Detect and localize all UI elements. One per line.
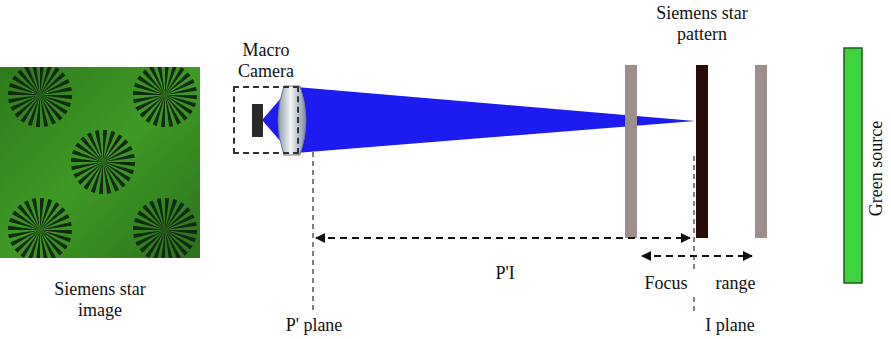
star-wedge	[157, 67, 165, 95]
dimension-arrow	[316, 237, 690, 239]
star-wedge	[103, 154, 135, 162]
plane-line	[312, 152, 314, 312]
star-wedge	[71, 162, 103, 170]
star-wedge	[32, 67, 40, 95]
star-wedge	[40, 222, 72, 230]
lens	[278, 86, 306, 155]
focus-limit	[625, 65, 637, 238]
image-label: Siemens star image	[35, 279, 165, 321]
plane-line	[693, 156, 695, 272]
star-wedge	[165, 67, 169, 95]
star-wedge	[133, 230, 165, 238]
star-wedge	[95, 130, 103, 162]
camera-label: Macro Camera	[221, 40, 311, 82]
star-wedge	[40, 87, 72, 95]
green-source	[844, 48, 862, 283]
range-label: Focus range	[625, 273, 775, 294]
plane-label: P' plane	[264, 315, 364, 336]
star-wedge	[165, 222, 197, 230]
star-wedge	[32, 198, 40, 230]
pattern-label: Siemens star pattern	[647, 3, 757, 45]
plane-label: I plane	[685, 315, 775, 336]
star-wedge	[8, 230, 40, 238]
star-wedge	[165, 95, 173, 127]
star-wedge	[157, 198, 165, 230]
star-wedge	[40, 67, 44, 95]
star-wedge	[40, 95, 48, 127]
distance-label: P'I	[475, 263, 535, 284]
star-wedge	[8, 95, 40, 103]
star-wedge	[40, 230, 48, 258]
star-image	[0, 67, 200, 258]
camera-box: Macro Camera	[233, 86, 299, 154]
star-wedge	[133, 95, 165, 103]
star-wedge	[165, 230, 173, 258]
range-arrow	[642, 255, 752, 257]
star-wedge	[103, 162, 111, 194]
source-label: Green source	[866, 68, 887, 268]
star-pattern-plate	[696, 65, 708, 238]
star-wedge	[165, 87, 197, 95]
plane-line	[693, 297, 695, 312]
star-wedge	[161, 230, 165, 258]
sensor	[252, 104, 263, 137]
star-wedge	[36, 230, 40, 258]
focus-limit	[755, 65, 767, 238]
siemens-stars	[8, 67, 197, 258]
